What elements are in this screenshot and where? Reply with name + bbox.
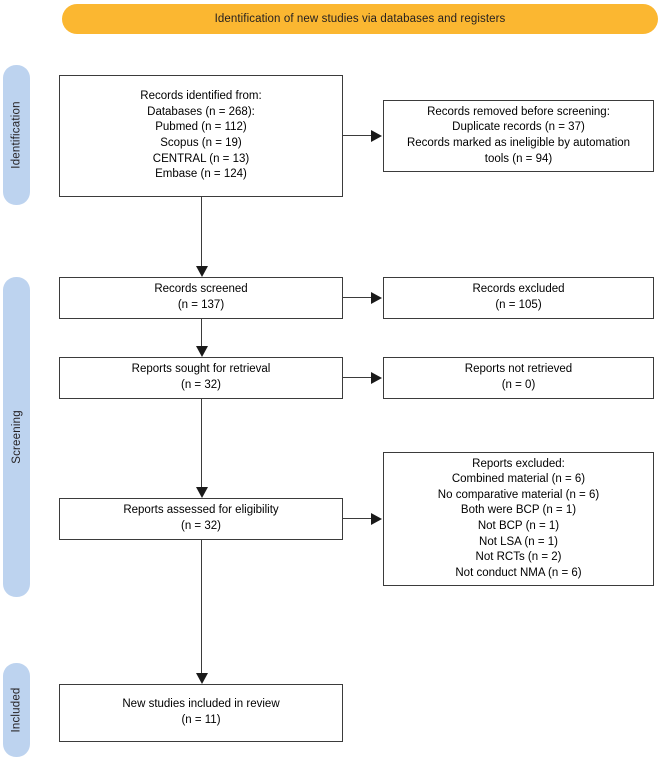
connector-identified-to-screened xyxy=(201,197,203,266)
box-line: Records screened xyxy=(154,283,248,296)
connector-identified-to-removed xyxy=(343,135,371,137)
connector-screened-to-excluded xyxy=(343,297,371,299)
arrow-right-icon xyxy=(371,513,382,525)
box-line: (n = 11) xyxy=(181,714,221,726)
box-line: Reports assessed for eligibility xyxy=(123,504,279,517)
box-line: Not LSA (n = 1) xyxy=(479,535,558,548)
identification-banner: Identification of new studies via databa… xyxy=(62,4,658,34)
stage-pill-included: Included xyxy=(3,663,30,757)
arrow-down-icon xyxy=(196,673,208,684)
box-line: (n = 0) xyxy=(501,379,536,391)
arrow-right-icon xyxy=(371,130,382,142)
box-line: Not conduct NMA (n = 6) xyxy=(455,566,582,579)
box-line: CENTRAL (n = 13) xyxy=(152,152,250,165)
box-reports-sought-for-retrieval: Reports sought for retrieval (n = 32) xyxy=(59,357,343,399)
box-line: (n = 32) xyxy=(181,379,221,391)
box-line: Reports excluded: xyxy=(472,457,565,470)
connector-sought-to-not-retrieved xyxy=(343,377,371,379)
box-line: No comparative material (n = 6) xyxy=(437,488,600,501)
connector-assessed-to-reports-excluded xyxy=(343,518,371,520)
box-line: (n = 32) xyxy=(181,520,221,532)
box-line: Scopus (n = 19) xyxy=(160,137,242,149)
stage-label-screening: Screening xyxy=(10,410,23,464)
banner-label: Identification of new studies via databa… xyxy=(214,13,506,25)
box-line: Not RCTs (n = 2) xyxy=(475,551,562,564)
box-line: Records marked as ineligible by automati… xyxy=(406,137,631,149)
box-reports-assessed-for-eligibility: Reports assessed for eligibility (n = 32… xyxy=(59,498,343,540)
box-line: (n = 137) xyxy=(177,299,225,311)
arrow-right-icon xyxy=(371,292,382,304)
connector-screened-to-sought xyxy=(201,319,203,346)
box-line: Pubmed (n = 112) xyxy=(155,121,247,134)
box-records-excluded: Records excluded (n = 105) xyxy=(383,277,654,319)
box-line: Duplicate records (n = 37) xyxy=(452,121,585,134)
stage-pill-identification: Identification xyxy=(3,65,30,205)
box-line: Combined material (n = 6) xyxy=(451,473,586,486)
stage-pill-screening: Screening xyxy=(3,277,30,597)
stage-label-included: Included xyxy=(10,687,23,733)
arrow-down-icon xyxy=(196,346,208,357)
box-line: Not BCP (n = 1) xyxy=(477,520,560,532)
connector-assessed-to-included xyxy=(201,540,203,673)
box-line: Reports sought for retrieval xyxy=(131,363,271,376)
arrow-right-icon xyxy=(371,372,382,384)
box-line: New studies included in review xyxy=(122,698,280,711)
box-line: Both were BCP (n = 1) xyxy=(460,504,577,517)
connector-sought-to-assessed xyxy=(201,399,203,487)
box-line: (n = 105) xyxy=(495,299,542,311)
arrow-down-icon xyxy=(196,487,208,498)
box-reports-excluded: Reports excluded: Combined material (n =… xyxy=(383,452,654,586)
box-line: Records excluded xyxy=(472,283,565,296)
box-records-removed-before-screening: Records removed before screening: Duplic… xyxy=(383,100,654,172)
arrow-down-icon xyxy=(196,266,208,277)
box-records-screened: Records screened (n = 137) xyxy=(59,277,343,319)
box-reports-not-retrieved: Reports not retrieved (n = 0) xyxy=(383,357,654,399)
box-line: Databases (n = 268): xyxy=(147,105,255,118)
box-records-identified: Records identified from: Databases (n = … xyxy=(59,75,343,197)
box-new-studies-included: New studies included in review (n = 11) xyxy=(59,684,343,742)
box-line: Records removed before screening: xyxy=(427,105,610,118)
stage-label-identification: Identification xyxy=(10,101,23,169)
box-line: Embase (n = 124) xyxy=(155,168,247,181)
box-line: tools (n = 94) xyxy=(484,152,553,165)
box-line: Records identified from: xyxy=(140,90,262,103)
box-line: Reports not retrieved xyxy=(464,363,573,376)
